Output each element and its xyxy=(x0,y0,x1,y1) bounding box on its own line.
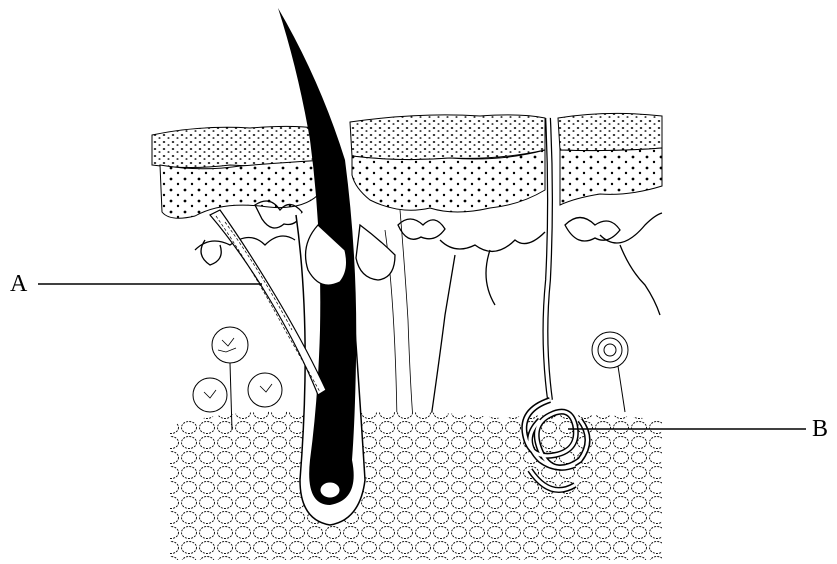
label-a: A xyxy=(10,272,27,296)
epidermis xyxy=(152,113,662,218)
label-b: B xyxy=(812,417,828,441)
